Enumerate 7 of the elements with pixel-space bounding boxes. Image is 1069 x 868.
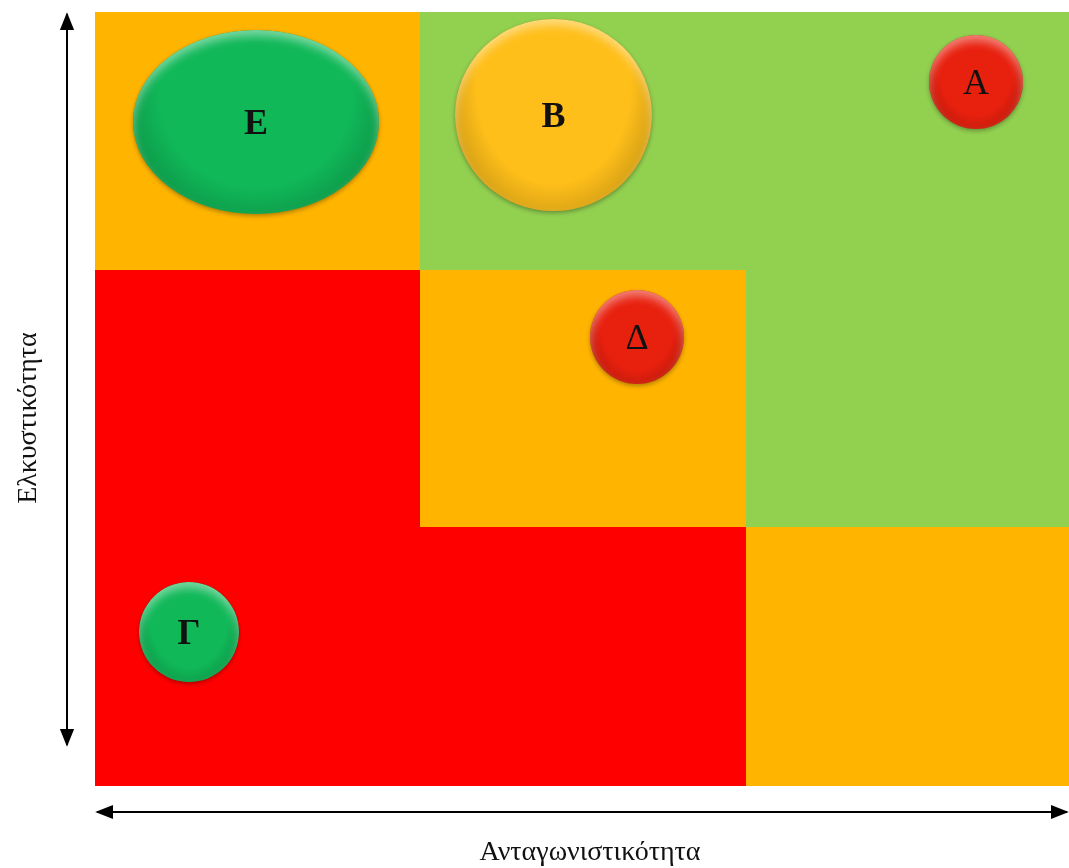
bubble-label: Ε — [244, 101, 268, 143]
bubble-label: Γ — [177, 611, 201, 653]
bubble-label: Α — [963, 61, 989, 103]
bubble-label: Β — [541, 94, 566, 136]
bubble-label: Δ — [625, 316, 649, 358]
axis-title: Ελκυστικότητα — [11, 332, 43, 504]
axis-title: Ανταγωνιστικότητα — [479, 835, 701, 867]
